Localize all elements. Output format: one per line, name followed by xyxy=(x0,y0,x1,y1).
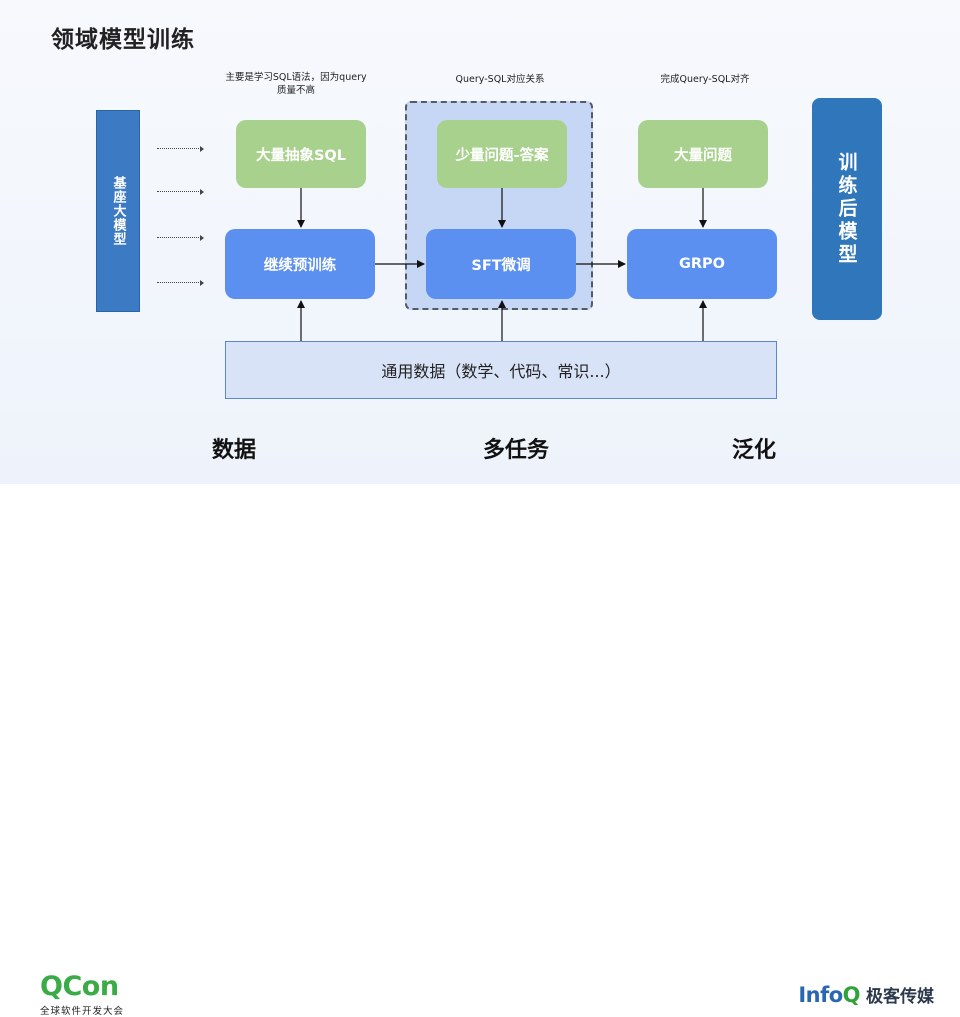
continue-pretrain-box: 继续预训练 xyxy=(225,229,375,299)
bottom-label-data: 数据 xyxy=(211,438,256,463)
note-grpo: 完成Query-SQL对齐 xyxy=(660,74,750,85)
qcon-logo: QCon xyxy=(40,971,119,1002)
dotted-arrow-2 xyxy=(157,188,204,195)
dotted-arrow-3 xyxy=(157,234,204,241)
base-model-label: 基座大模型 xyxy=(110,176,126,246)
dotted-arrow-4 xyxy=(157,279,204,286)
bottom-label-generalize: 泛化 xyxy=(731,438,776,463)
sft-label: SFT微调 xyxy=(471,257,531,274)
infoq-chinese-name: 极客传媒 xyxy=(866,987,934,1007)
questions-box: 大量问题 xyxy=(638,120,768,188)
note-continue-pretrain: 主要是学习SQL语法，因为query质量不高 xyxy=(225,72,367,96)
qcon-brand: QCon 全球软件开发大会 xyxy=(40,972,124,1017)
base-model-box: 基座大模型 xyxy=(96,110,140,312)
general-data-label: 通用数据（数学、代码、常识...） xyxy=(381,362,621,381)
infoq-logo-main: Info xyxy=(798,982,843,1007)
sql-abstract-label: 大量抽象SQL xyxy=(255,147,346,164)
infoq-brand: InfoQ 极客传媒 xyxy=(798,982,934,1008)
questions-label: 大量问题 xyxy=(674,147,732,164)
slide-canvas: 领域模型训练 主要是学习SQL语法，因为query质量不高 Query-SQL对… xyxy=(0,0,960,484)
slide-title: 领域模型训练 xyxy=(51,27,195,53)
final-model-label: 训练后模型 xyxy=(835,151,858,267)
sql-abstract-box: 大量抽象SQL xyxy=(236,120,366,188)
dotted-arrow-1 xyxy=(157,145,204,152)
grpo-box: GRPO xyxy=(627,229,777,299)
bottom-label-multitask: 多任务 xyxy=(482,438,549,463)
infoq-logo-q: Q xyxy=(842,982,861,1007)
general-data-box: 通用数据（数学、代码、常识...） xyxy=(225,341,777,399)
final-model-box: 训练后模型 xyxy=(812,98,882,320)
qcon-subtitle: 全球软件开发大会 xyxy=(40,1006,125,1017)
qa-pairs-label: 少量问题-答案 xyxy=(455,147,549,164)
grpo-label: GRPO xyxy=(678,256,726,272)
footer-bar: QCon 全球软件开发大会 InfoQ 极客传媒 xyxy=(0,484,960,1017)
sft-box: SFT微调 xyxy=(426,229,576,299)
qa-pairs-box: 少量问题-答案 xyxy=(437,120,567,188)
continue-pretrain-label: 继续预训练 xyxy=(263,257,337,274)
note-sft: Query-SQL对应关系 xyxy=(455,74,545,85)
infoq-logo: InfoQ xyxy=(798,983,860,1007)
